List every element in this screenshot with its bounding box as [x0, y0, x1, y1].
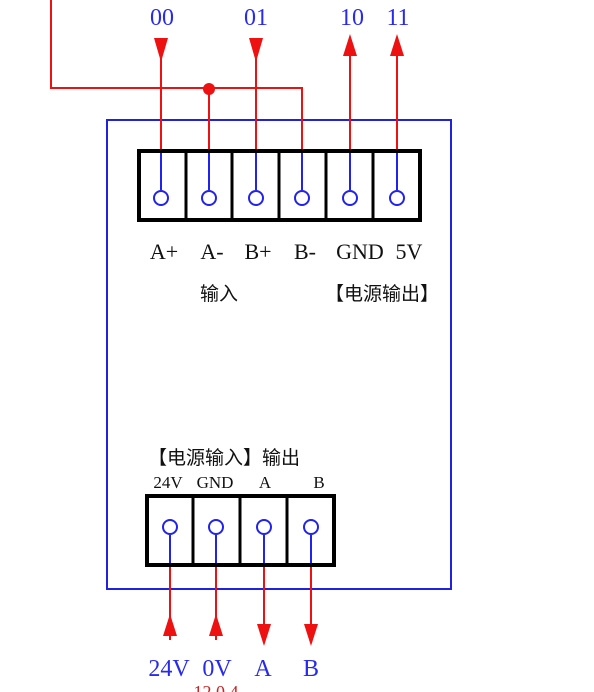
top-terminal-pin-5v	[389, 190, 405, 206]
top-terminal-label-a-minus: A-	[200, 239, 223, 264]
top-terminal-label-b-plus: B+	[244, 239, 271, 264]
cut-off-bottom-text: 12.0.4	[194, 682, 239, 692]
bottom-terminal-pin-24v	[162, 519, 178, 535]
top-terminal-label-gnd: GND	[336, 239, 384, 264]
module-outline	[106, 119, 452, 590]
wire-junction-dot	[203, 83, 215, 95]
input-label: 输入	[200, 283, 238, 305]
bottom-terminal-inner-wires	[169, 535, 312, 563]
top-terminal-pin-b-plus	[248, 190, 264, 206]
bottom-signal-label-a: A	[254, 656, 272, 682]
power-output-label: 【电源输出】	[325, 283, 439, 305]
top-terminal-label-b-minus: B-	[294, 239, 316, 264]
power-input-output-label: 【电源输入】输出	[148, 447, 300, 469]
top-terminal-pin-b-minus	[294, 190, 310, 206]
top-terminal-pin-a-plus	[153, 190, 169, 206]
top-terminal-label-5v: 5V	[396, 239, 423, 264]
bottom-terminal-pin-b	[303, 519, 319, 535]
bottom-terminal-label-gnd: GND	[197, 473, 234, 492]
top-signal-label-10: 10	[340, 5, 364, 31]
top-terminal-block	[137, 149, 422, 222]
bottom-terminal-block	[145, 494, 336, 567]
bottom-signal-label-24v: 24V	[148, 656, 190, 682]
top-terminal-pin-gnd	[342, 190, 358, 206]
top-signal-label-01: 01	[244, 5, 268, 31]
bottom-terminal-pin-a	[256, 519, 272, 535]
bottom-signal-label-b: B	[303, 656, 319, 682]
top-signal-label-00: 00	[150, 5, 174, 31]
top-terminal-pin-a-minus	[201, 190, 217, 206]
top-signal-label-11: 11	[386, 5, 409, 31]
bottom-signal-wires	[163, 567, 318, 646]
bottom-terminal-pin-gnd	[208, 519, 224, 535]
top-terminal-inner-wires	[160, 153, 398, 190]
bottom-terminal-label-24v: 24V	[153, 473, 183, 492]
bottom-terminal-label-b: B	[313, 473, 324, 492]
bottom-signal-label-0v: 0V	[202, 656, 232, 682]
bottom-terminal-label-a: A	[259, 473, 272, 492]
top-terminal-label-a-plus: A+	[150, 239, 178, 264]
